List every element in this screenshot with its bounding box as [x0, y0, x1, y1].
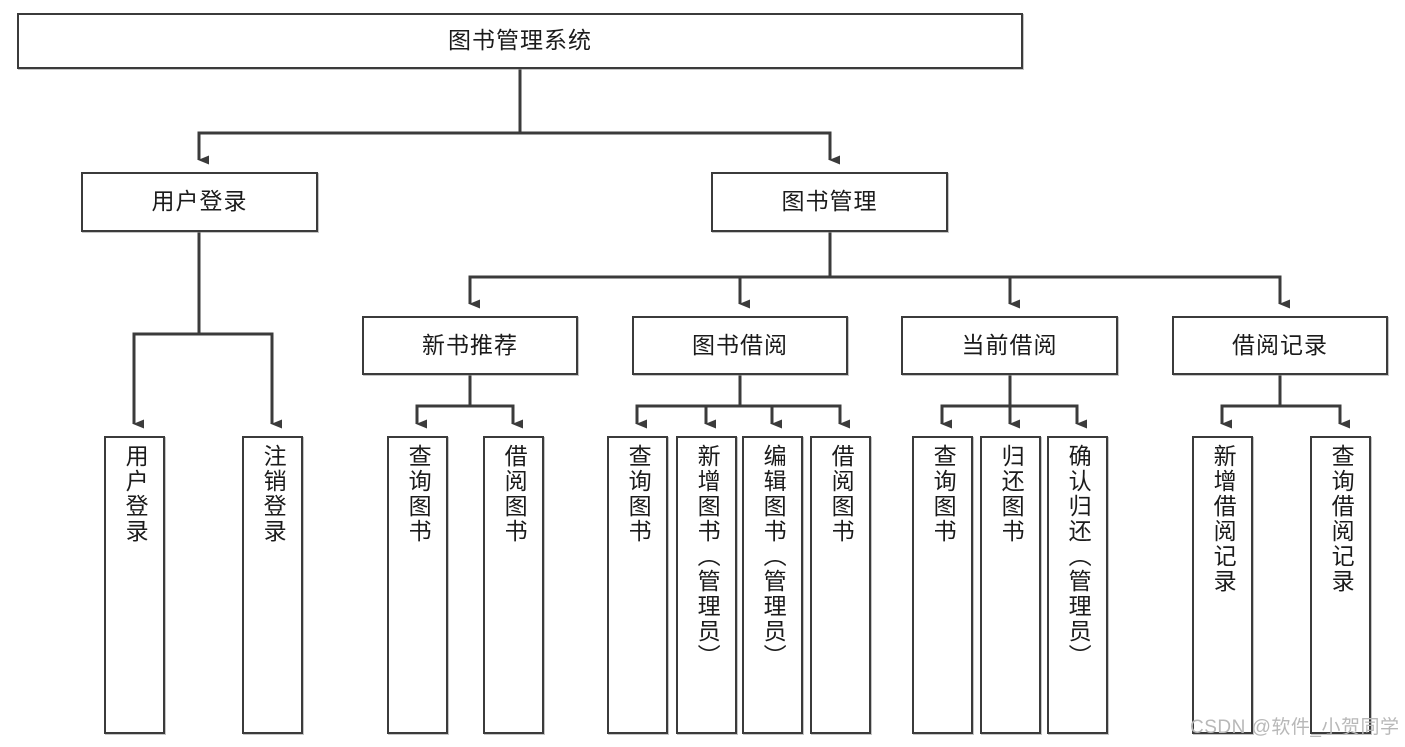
node-label: 用户登录 — [122, 444, 149, 544]
node-level2-1[interactable]: 图书管理 — [711, 172, 948, 232]
node-leaf-4[interactable]: 查询图书 — [607, 436, 668, 734]
edge-connector — [415, 404, 470, 429]
node-label: 新书推荐 — [422, 331, 518, 358]
node-label: 借阅图书 — [501, 444, 528, 544]
node-level2-0[interactable]: 用户登录 — [81, 172, 318, 232]
node-label: 查询图书 — [625, 444, 652, 544]
node-leaf-7[interactable]: 借阅图书 — [810, 436, 871, 734]
node-level3-2[interactable]: 当前借阅 — [901, 316, 1118, 375]
node-label: 当前借阅 — [961, 331, 1058, 358]
node-level3-0[interactable]: 新书推荐 — [362, 316, 578, 375]
node-label: 借阅记录 — [1232, 331, 1328, 358]
node-leaf-12[interactable]: 查询借阅记录 — [1310, 436, 1371, 734]
edge-connector — [704, 404, 740, 429]
node-label: 图书管理系统 — [448, 27, 592, 54]
node-label: 图书管理 — [781, 188, 878, 215]
node-label: 查询图书 — [930, 444, 957, 544]
edge-connector — [740, 404, 782, 429]
node-label: 编辑图书（管理员） — [760, 444, 787, 669]
edge-connector — [738, 275, 830, 309]
edge-connector — [468, 275, 830, 309]
node-leaf-8[interactable]: 查询图书 — [912, 436, 973, 734]
node-label: 图书借阅 — [692, 331, 788, 358]
node-leaf-9[interactable]: 归还图书 — [980, 436, 1041, 734]
node-leaf-5[interactable]: 新增图书（管理员） — [676, 436, 737, 734]
node-root-0[interactable]: 图书管理系统 — [17, 13, 1023, 69]
edge-connector — [520, 131, 840, 165]
node-label: 借阅图书 — [828, 444, 855, 544]
edge-connector — [470, 404, 523, 429]
node-leaf-11[interactable]: 新增借阅记录 — [1192, 436, 1253, 734]
edge-connector — [635, 404, 740, 429]
edge-connector — [740, 404, 850, 429]
node-label: 新增借阅记录 — [1210, 444, 1237, 594]
edge-connector — [199, 332, 282, 429]
node-level3-3[interactable]: 借阅记录 — [1172, 316, 1388, 375]
edge-connector — [830, 275, 1020, 309]
node-leaf-0[interactable]: 用户登录 — [104, 436, 165, 734]
node-label: 用户登录 — [151, 188, 248, 215]
edge-connector — [1280, 404, 1350, 429]
node-leaf-10[interactable]: 确认归还（管理员） — [1047, 436, 1108, 734]
node-label: 注销登录 — [260, 444, 287, 544]
node-label: 查询图书 — [405, 444, 432, 544]
edge-connector — [197, 131, 520, 165]
node-leaf-1[interactable]: 注销登录 — [242, 436, 303, 734]
node-label: 新增图书（管理员） — [694, 444, 721, 669]
edge-connector — [132, 332, 199, 429]
node-leaf-6[interactable]: 编辑图书（管理员） — [742, 436, 803, 734]
edge-connector — [940, 404, 1010, 429]
node-label: 查询借阅记录 — [1328, 444, 1355, 594]
node-label: 归还图书 — [998, 444, 1025, 544]
node-leaf-2[interactable]: 查询图书 — [387, 436, 448, 734]
edge-connector — [1010, 404, 1087, 429]
csdn-watermark: CSDN @软件_小贺同学 — [1190, 717, 1400, 738]
edge-connector — [1220, 404, 1280, 429]
node-level3-1[interactable]: 图书借阅 — [632, 316, 848, 375]
node-leaf-3[interactable]: 借阅图书 — [483, 436, 544, 734]
node-label: 确认归还（管理员） — [1065, 444, 1092, 669]
edge-connector — [830, 275, 1290, 309]
